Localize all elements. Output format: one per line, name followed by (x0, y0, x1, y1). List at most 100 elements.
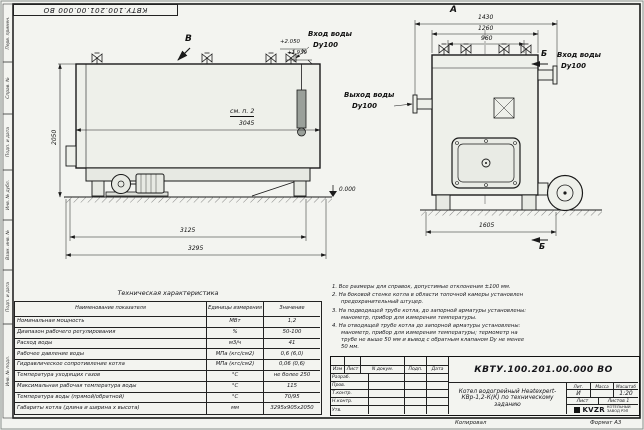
tb-col-dokum: N докум. (361, 366, 405, 374)
dim-2050-label: 2050 (51, 129, 58, 145)
tb-mass-value (591, 390, 614, 398)
front-view (393, 20, 602, 243)
notes-block: 1. Все размеры для справок, допустимые о… (332, 284, 530, 352)
tb-col-data: Дата (427, 366, 449, 374)
kvzr-logo-icon (574, 406, 581, 413)
tech-cell: °С (207, 381, 264, 393)
note-item: 4. На отводящей трубе котла до запорной … (332, 322, 525, 350)
outlet-label: Выход воды (344, 91, 395, 99)
tech-cell: 1,2 (264, 317, 320, 328)
dim-3045-label: 3045 (239, 120, 255, 127)
tb-blank (427, 398, 449, 406)
dim-3125-label: 3125 (180, 227, 196, 234)
footer-copied: Копировал (455, 420, 487, 426)
tech-cell: Температура воды (прямой/обратной) (15, 392, 207, 404)
tb-doc-number: КВТУ.100.201.00.000 ВО (449, 357, 638, 383)
tech-cell: МПа (кгс/см2) (207, 349, 264, 361)
tech-cell: 50-100 (264, 328, 320, 339)
tb-blank (405, 390, 427, 398)
dim-1430-label: 1430 (478, 14, 494, 21)
front-inlet-label: Вход воды (557, 51, 601, 59)
tech-table: Наименование показателя Единицы измерени… (14, 301, 322, 416)
tech-cell: 115 (264, 382, 320, 393)
tech-cell: % (207, 327, 264, 339)
tech-cell: МВт (207, 317, 264, 328)
tb-blank (369, 374, 405, 382)
strip-podp-data-1: Подп. и дата (5, 127, 11, 157)
tb-blank (427, 382, 449, 390)
tb-blank (405, 398, 427, 406)
tb-blank (427, 406, 449, 414)
note-item: 3. На подводящей трубе котла, до запорно… (332, 307, 527, 321)
tech-cell: не более 250 (264, 371, 320, 382)
tech-table-title: Техническая характеристика (117, 289, 219, 297)
brand-name: KVZR (582, 405, 605, 414)
title-block: Изм Лист N докум. Подп. Дата Разраб. Про… (330, 356, 640, 416)
zero-level-label: 0.000 (339, 187, 356, 193)
tb-lit-value: И (567, 390, 591, 398)
tech-cell: Максимальная рабочая температура воды (15, 381, 207, 393)
tech-cell: мм (207, 403, 264, 415)
tech-cell: Рабочее давление воды (15, 349, 207, 361)
tb-blank (427, 374, 449, 382)
company-brand: KVZR КОТЕЛЬНЫЙ ЗАВОД РЭП (574, 405, 631, 414)
dim-1260-label: 1260 (478, 25, 494, 32)
tech-cell: 3295х905х2050 (270, 405, 314, 411)
tb-product-title: Котел водогрейный Heatexpert-КВр-1,2-К(К… (449, 383, 567, 414)
dim-3295-label: 3295 (188, 245, 204, 252)
footer-format: Формат А3 (590, 420, 622, 426)
tb-col-list: Лист (345, 366, 361, 374)
tb-blank (427, 357, 449, 366)
tb-blank (405, 382, 427, 390)
tb-blank (405, 406, 427, 414)
tb-blank (405, 374, 427, 382)
tech-cell: Гидравлическое сопротивление котла (15, 360, 207, 371)
tech-cell: Температура уходящих газов (15, 370, 207, 382)
brand-subtitle: КОТЕЛЬНЫЙ ЗАВОД РЭП (606, 405, 631, 414)
note-item: 1. Все размеры для справок, допустимые о… (332, 284, 511, 290)
tech-cell: 41 (264, 339, 320, 350)
tech-cell: 0,6 (6,0) (264, 349, 320, 361)
tech-cell: Диапазон рабочего регулирования (15, 327, 207, 339)
tb-scale-label: Масштаб (614, 383, 638, 390)
strip-inv-dubl: Инв. № дубл. (5, 179, 11, 211)
tb-scale-value: 1:20 (614, 390, 638, 398)
top-stamp-text: КВТУ.100.201.00.000 ВО (43, 5, 148, 15)
tech-cell: °С (207, 392, 264, 404)
section-b-top-label: Б (541, 49, 548, 58)
tech-cell: 70/95 (264, 393, 320, 404)
tb-company: KVZR КОТЕЛЬНЫЙ ЗАВОД РЭП (567, 405, 638, 414)
tech-header: Наименование показателя (15, 302, 207, 317)
strip-inv-podl: Инв. № подл. (5, 355, 11, 387)
tb-blank (369, 390, 405, 398)
brand-sub-line2: ЗАВОД РЭП (606, 408, 629, 413)
tb-blank (345, 357, 361, 366)
strip-vzam-inv: Взам. инв. № (5, 230, 11, 260)
tb-blank (427, 390, 449, 398)
tb-row-nkontr: Н.контр. (331, 398, 369, 406)
tech-cell: 0,06 (0,6) (264, 360, 320, 371)
front-inlet-dn-label: Dy100 (561, 62, 586, 70)
note-item: 2. На боковой стенке котла в области топ… (332, 292, 524, 306)
strip-perv-primen: Перв. примен. (5, 16, 11, 50)
tb-blank (369, 406, 405, 414)
dim-1605-label: 1605 (479, 222, 495, 229)
tb-blank (369, 398, 405, 406)
tb-row-tkontr: Т.контр. (331, 390, 369, 398)
tb-row-razrab: Разраб. (331, 374, 369, 382)
tb-blank (369, 382, 405, 390)
side-inlet-dn-label: Dy100 (313, 41, 338, 49)
side-inlet-label: Вход воды (308, 30, 352, 38)
outlet-dn-label: Dy100 (352, 102, 377, 110)
tech-cell: °С (207, 370, 264, 382)
tb-sheets-text: Листов 1 (599, 398, 638, 405)
dim-960-label: 960 (481, 35, 493, 42)
tb-col-izm: Изм (331, 366, 345, 374)
tb-row-prov: Пров. (331, 382, 369, 390)
tech-cell: Расход воды (15, 338, 207, 350)
tb-sheet-label: Лист (567, 398, 599, 405)
strip-podp-data-2: Подп. и дата (5, 282, 11, 312)
